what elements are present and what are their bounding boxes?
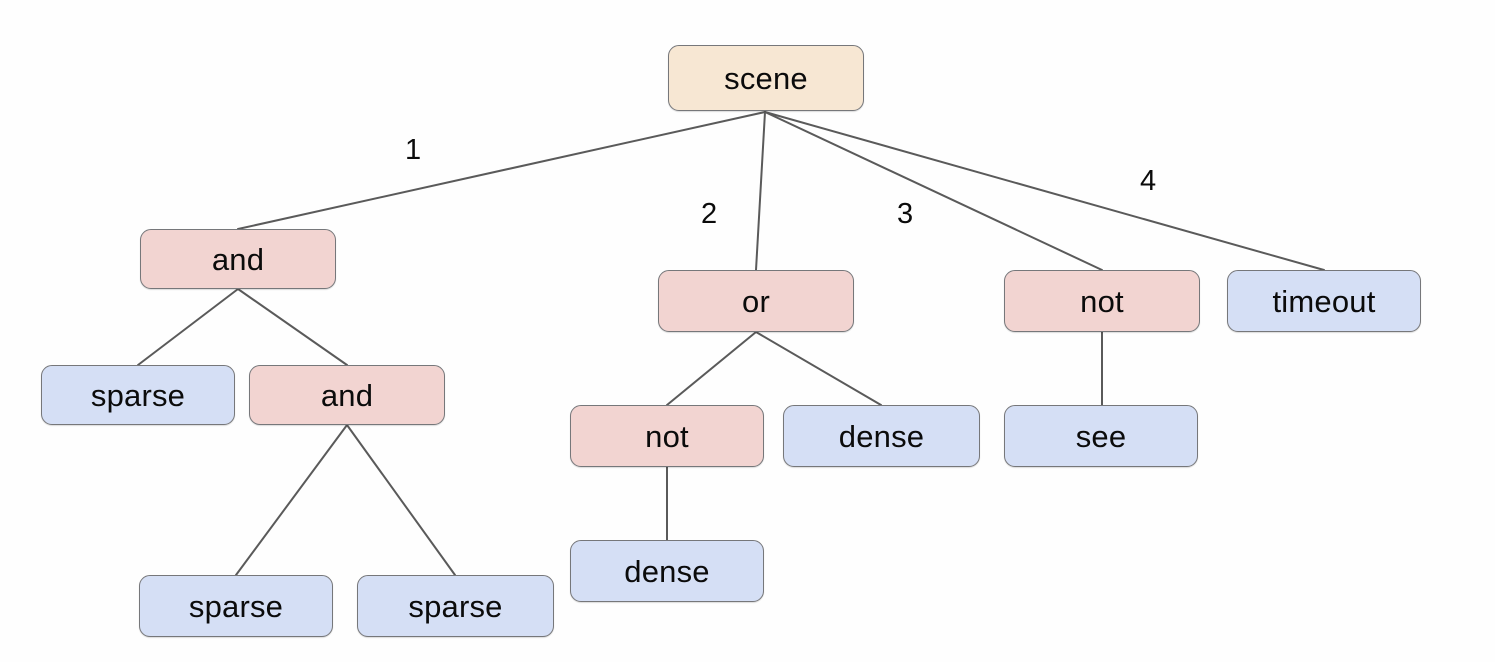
edge-label-4: 4 [1140,165,1157,197]
tree-node-dense2[interactable]: dense [570,540,764,602]
tree-node-not_dns[interactable]: not [570,405,764,467]
tree-edge-and2-to-sparse2 [235,424,348,576]
tree-node-sparse3[interactable]: sparse [357,575,554,637]
tree-edge-or1-to-dense1 [755,331,882,406]
tree-node-and1[interactable]: and [140,229,336,289]
tree-node-see[interactable]: see [1004,405,1198,467]
tree-edge-scene-to-timeout [764,111,1325,271]
tree-node-dense1[interactable]: dense [783,405,980,467]
tree-node-timeout[interactable]: timeout [1227,270,1421,332]
tree-node-scene[interactable]: scene [668,45,864,111]
tree-node-and2[interactable]: and [249,365,445,425]
edge-label-2: 2 [701,198,718,230]
tree-edge-and2-to-sparse3 [346,424,456,576]
edge-label-3: 3 [897,198,914,230]
tree-edge-and1-to-and2 [237,288,348,366]
tree-edge-and1-to-sparse1 [137,288,239,366]
tree-node-or1[interactable]: or [658,270,854,332]
tree-edge-or1-to-not_dns [666,331,757,406]
tree-edge-scene-to-and1 [237,111,766,230]
tree-edge-scene-to-not_see [764,111,1103,271]
edge-label-1: 1 [405,134,422,166]
tree-node-sparse2[interactable]: sparse [139,575,333,637]
tree-node-not_see[interactable]: not [1004,270,1200,332]
tree-node-sparse1[interactable]: sparse [41,365,235,425]
tree-edge-scene-to-or1 [755,111,766,271]
